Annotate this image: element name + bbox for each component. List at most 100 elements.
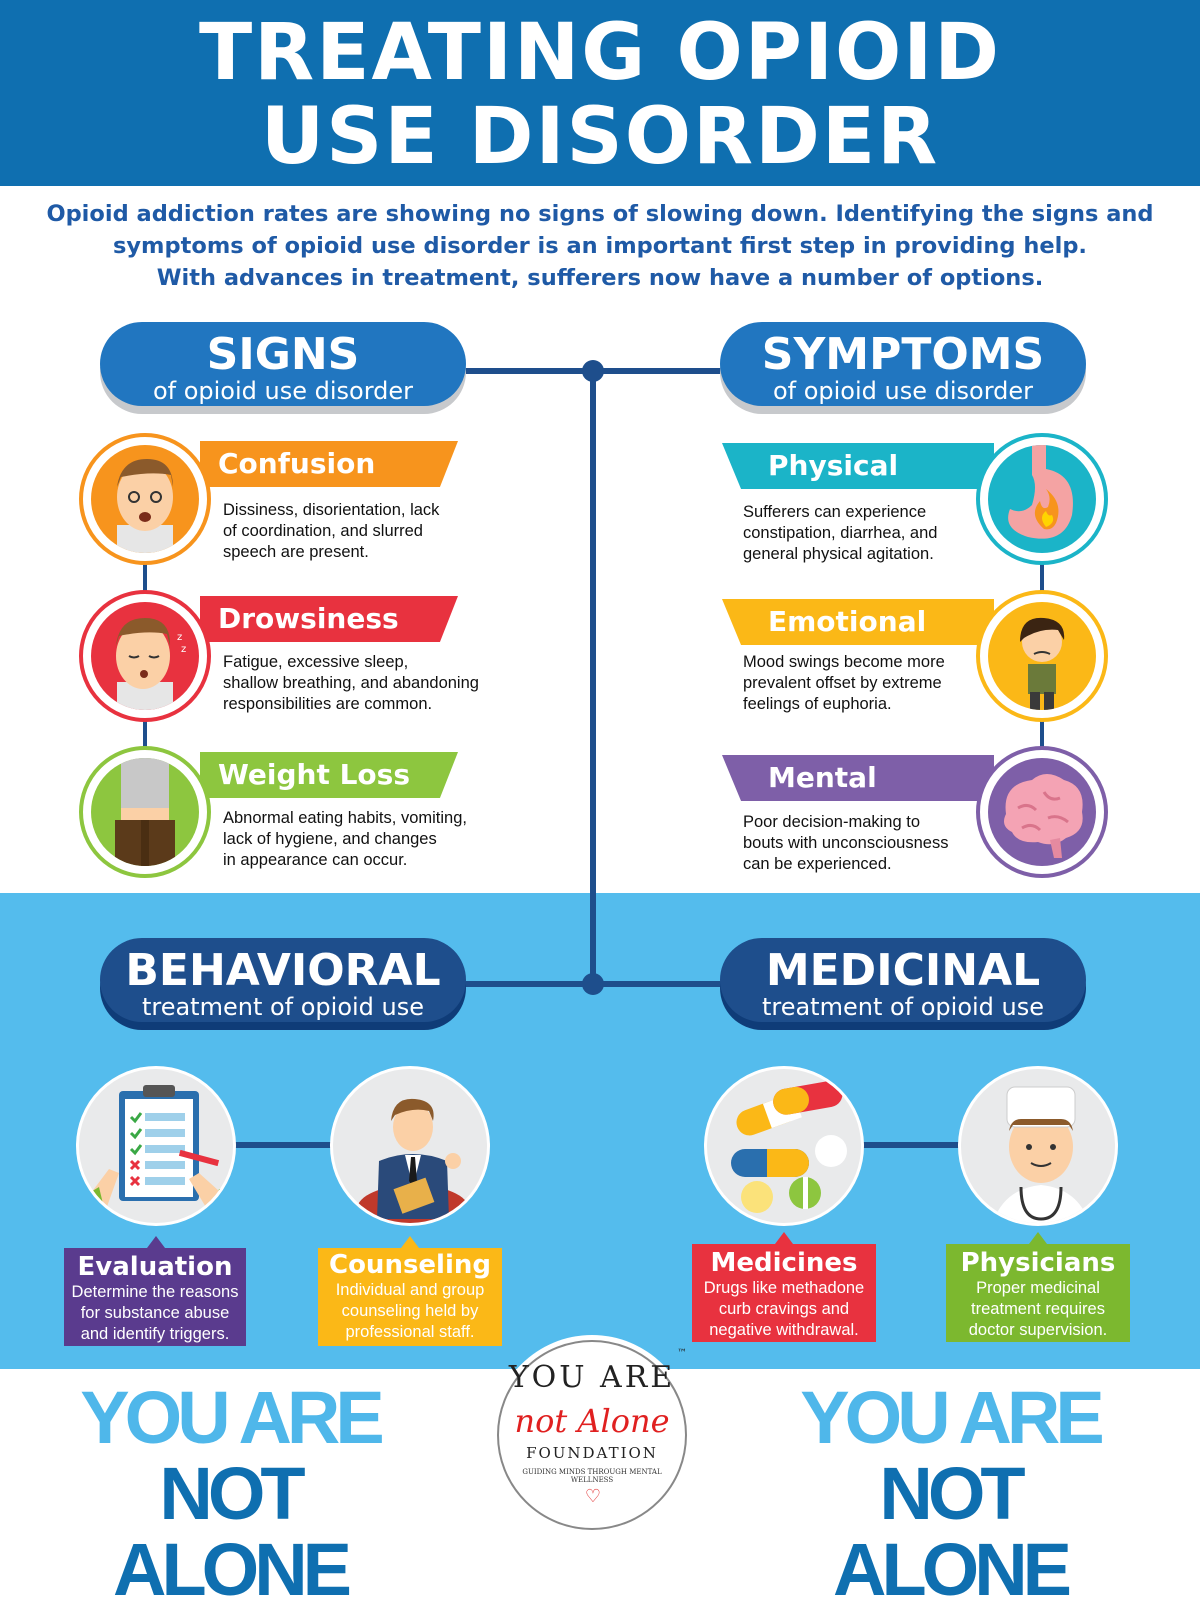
sad-person-icon	[976, 590, 1108, 722]
counseling-box: Counseling Individual and group counseli…	[318, 1248, 502, 1346]
logo-tagline: GUIDING MINDS THROUGH MENTAL WELLNESS	[522, 1468, 662, 1484]
desc-line: Poor decision-making to	[743, 813, 921, 831]
you-are-not-alone-right: YOU ARE NOT ALONE	[760, 1380, 1140, 1608]
emotional-description: Mood swings become more prevalent offset…	[743, 652, 945, 715]
symptoms-subtitle: of opioid use disorder	[772, 377, 1034, 405]
evaluation-label: Evaluation	[77, 1252, 233, 1282]
box-line: doctor supervision.	[968, 1321, 1108, 1339]
page-title-line1: TREATING OPIOID	[198, 8, 1002, 98]
doctor-icon	[958, 1066, 1118, 1226]
signs-subtitle: of opioid use disorder	[152, 377, 414, 405]
slogan-line: YOU ARE	[800, 1376, 1104, 1459]
confusion-description: Dissiness, disorientation, lack of coord…	[223, 500, 439, 563]
symptoms-title: SYMPTOMS	[761, 329, 1045, 380]
weight-loss-label: Weight Loss	[218, 758, 410, 791]
confused-face-icon	[79, 433, 211, 565]
trademark: ™	[677, 1348, 687, 1359]
connector-line	[230, 1142, 340, 1148]
desc-line: shallow breathing, and abandoning	[223, 674, 479, 692]
connector-dot	[582, 973, 604, 995]
connector-dot	[582, 360, 604, 382]
emotional-label: Emotional	[768, 605, 927, 638]
box-line: Drugs like methadone	[703, 1279, 865, 1297]
desc-line: Abnormal eating habits, vomiting,	[223, 809, 467, 827]
confusion-ribbon: Confusion	[200, 441, 458, 487]
desc-line: Sufferers can experience	[743, 503, 927, 521]
box-line: treatment requires	[971, 1300, 1105, 1318]
medicines-box: Medicines Drugs like methadone curb crav…	[692, 1244, 876, 1342]
signs-title: SIGNS	[206, 329, 360, 380]
drowsiness-ribbon: Drowsiness	[200, 596, 458, 642]
slogan-line: NOT ALONE	[113, 1452, 352, 1611]
connector-line	[590, 370, 596, 984]
desc-line: Fatigue, excessive sleep,	[223, 653, 409, 671]
page-title-line2: USE DISORDER	[260, 92, 940, 182]
behavioral-title: BEHAVIORAL	[125, 945, 441, 996]
box-pointer	[147, 1236, 165, 1248]
pills-icon	[704, 1066, 864, 1226]
medicines-label: Medicines	[710, 1248, 858, 1278]
drowsiness-description: Fatigue, excessive sleep, shallow breath…	[223, 652, 479, 715]
behavioral-heading: BEHAVIORAL treatment of opioid use	[100, 938, 466, 1022]
medicinal-subtitle: treatment of opioid use	[761, 993, 1045, 1021]
symptoms-heading: SYMPTOMS of opioid use disorder	[720, 322, 1086, 406]
desc-line: can be experienced.	[743, 855, 892, 873]
intro-text: Opioid addiction rates are showing no si…	[0, 198, 1200, 294]
desc-line: constipation, diarrhea, and	[743, 524, 938, 542]
box-pointer	[775, 1232, 793, 1244]
desc-line: Dissiness, disorientation, lack	[223, 501, 440, 519]
weight-loss-ribbon: Weight Loss	[200, 752, 458, 798]
box-line: curb cravings and	[718, 1300, 850, 1318]
desc-line: Mood swings become more	[743, 653, 945, 671]
box-line: and identify triggers.	[80, 1325, 230, 1343]
desc-line: responsibilities are common.	[223, 695, 433, 713]
heart-icon: ♡	[584, 1486, 602, 1507]
confusion-label: Confusion	[218, 447, 376, 480]
intro-line: Opioid addiction rates are showing no si…	[46, 201, 1154, 227]
foundation-logo: YOU ARE not Alone FOUNDATION GUIDING MIN…	[497, 1340, 687, 1530]
mental-ribbon: Mental	[722, 755, 994, 801]
box-pointer	[401, 1236, 419, 1248]
stomach-icon	[976, 433, 1108, 565]
weight-loss-description: Abnormal eating habits, vomiting, lack o…	[223, 808, 467, 871]
physical-ribbon: Physical	[722, 443, 994, 489]
intro-line: symptoms of opioid use disorder is an im…	[113, 233, 1087, 259]
connector-line	[856, 1142, 966, 1148]
physical-label: Physical	[768, 449, 899, 482]
checklist-icon	[76, 1066, 236, 1226]
emotional-ribbon: Emotional	[722, 599, 994, 645]
connector-line	[1040, 716, 1044, 756]
slogan-line: YOU ARE	[80, 1376, 384, 1459]
desc-line: in appearance can occur.	[223, 851, 408, 869]
box-line: Individual and group	[335, 1281, 485, 1299]
thin-waist-icon	[79, 746, 211, 878]
desc-line: feelings of euphoria.	[743, 695, 892, 713]
medicinal-title: MEDICINAL	[765, 945, 1041, 996]
behavioral-subtitle: treatment of opioid use	[141, 993, 425, 1021]
box-line: for substance abuse	[80, 1304, 230, 1322]
svg-text:z: z	[177, 632, 182, 643]
desc-line: general physical agitation.	[743, 545, 934, 563]
mental-description: Poor decision-making to bouts with uncon…	[743, 812, 948, 875]
desc-line: lack of hygiene, and changes	[223, 830, 437, 848]
mental-label: Mental	[768, 761, 877, 794]
connector-line	[1040, 560, 1044, 600]
brain-icon	[976, 746, 1108, 878]
signs-heading: SIGNS of opioid use disorder	[100, 322, 466, 406]
desc-line: prevalent offset by extreme	[743, 674, 942, 692]
connector-line	[143, 560, 147, 600]
physicians-label: Physicians	[960, 1248, 1116, 1278]
desc-line: speech are present.	[223, 543, 369, 561]
you-are-not-alone-left: YOU ARE NOT ALONE	[40, 1380, 420, 1608]
physicians-box: Physicians Proper medicinal treatment re…	[946, 1244, 1130, 1342]
slogan-line: NOT ALONE	[833, 1452, 1072, 1611]
intro-line: With advances in treatment, sufferers no…	[156, 265, 1044, 291]
box-line: Proper medicinal	[976, 1279, 1100, 1297]
box-line: Determine the reasons	[71, 1283, 239, 1301]
connector-line	[143, 716, 147, 756]
evaluation-box: Evaluation Determine the reasons for sub…	[64, 1248, 246, 1346]
counseling-label: Counseling	[328, 1250, 492, 1280]
desc-line: bouts with unconsciousness	[743, 834, 949, 852]
box-line: negative withdrawal.	[709, 1321, 859, 1339]
svg-text:z: z	[181, 644, 186, 655]
